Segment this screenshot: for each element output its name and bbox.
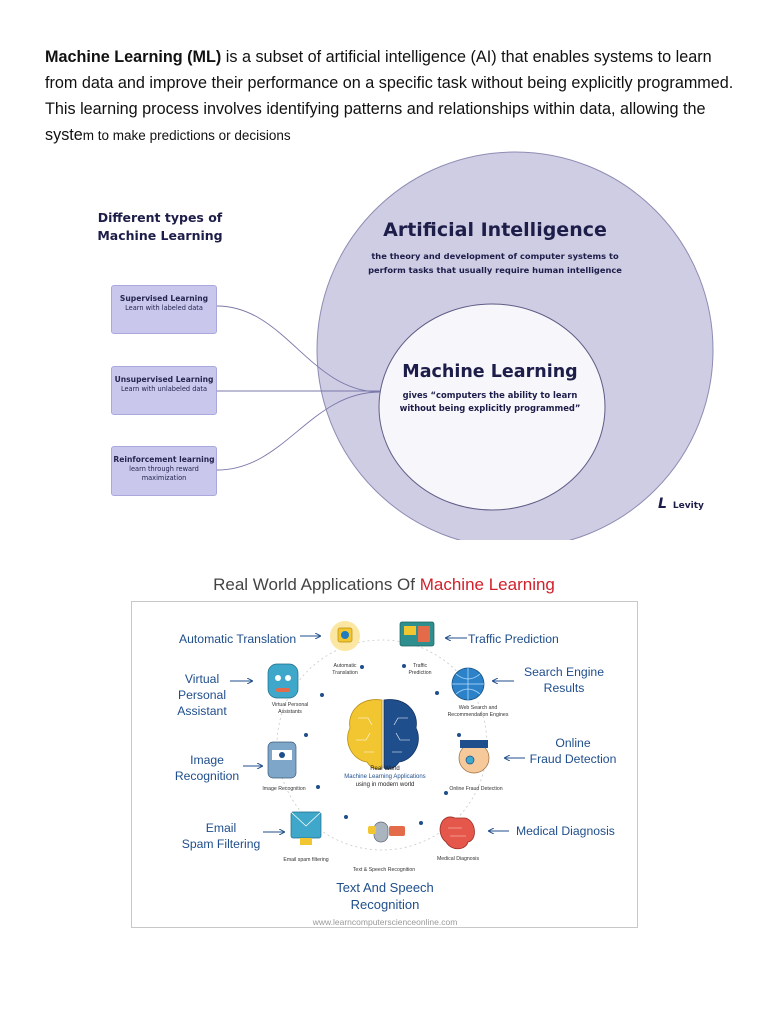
ml-types-diagram: Different types of Machine Learning Supe…: [90, 151, 714, 540]
intro-text-small: m to make predictions or decisions: [82, 128, 291, 143]
ai-title: Artificial Intelligence: [383, 219, 607, 241]
label-line: Results: [543, 681, 585, 695]
caption-image-recognition: Image Recognition: [262, 786, 306, 792]
label-line: Recognition: [174, 769, 240, 783]
applications-frame: [131, 601, 638, 928]
label-line: Search Engine: [524, 665, 604, 679]
label-search-engine: Search Engine Results: [516, 664, 612, 696]
center-line: using in modern world: [355, 782, 415, 788]
caption-fraud-detection: Online Fraud Detection: [449, 786, 503, 792]
caption-line: Recommendation Engines: [447, 711, 509, 718]
caption-speech-recognition: Text & Speech Recognition: [352, 867, 416, 873]
connector-reinforcement: [216, 391, 381, 471]
caption-automatic-translation: Automatic Translation: [320, 663, 370, 676]
label-line: Personal Assistant: [177, 688, 227, 718]
title-prefix: Real World Applications Of: [213, 575, 420, 594]
caption-line: Automatic: [333, 663, 357, 669]
label-line: Spam Filtering: [181, 837, 261, 851]
label-traffic-prediction: Traffic Prediction: [468, 632, 559, 646]
intro-paragraph: Machine Learning (ML) is a subset of art…: [45, 44, 735, 149]
heading-line-2: Machine Learning: [97, 228, 223, 243]
applications-title: Real World Applications Of Machine Learn…: [130, 575, 638, 595]
caption-traffic-prediction: Traffic Prediction: [395, 663, 445, 676]
caption-line: Virtual Personal: [271, 702, 309, 708]
type-subtitle: learn through reward maximization: [129, 465, 199, 482]
unsupervised-learning-box: Unsupervised Learning Learn with unlabel…: [111, 366, 217, 415]
levity-logo: L Levity: [658, 496, 704, 512]
reinforcement-learning-box: Reinforcement learning learn through rew…: [111, 446, 217, 496]
connector-supervised: [216, 305, 381, 393]
caption-medical-diagnosis: Medical Diagnosis: [436, 856, 480, 862]
type-subtitle: Learn with unlabeled data: [120, 385, 208, 393]
caption-email-spam: Email spam filtering: [283, 857, 329, 863]
title-highlight: Machine Learning: [419, 575, 555, 594]
levity-logo-icon: L: [658, 496, 667, 512]
label-line: Recognition: [350, 897, 420, 912]
ml-types-graphic: [216, 151, 714, 540]
intro-text: is a subset of artificial intelligence (…: [45, 48, 734, 144]
caption-line: Assistants: [278, 708, 302, 715]
label-line: Fraud Detection: [529, 752, 617, 766]
heading-line-1: Different types of: [97, 210, 223, 225]
intro-bold-term: Machine Learning (ML): [45, 48, 222, 66]
type-title: Unsupervised Learning: [114, 375, 214, 384]
label-automatic-translation: Automatic Translation: [179, 632, 297, 646]
ai-subtitle-line-1: the theory and development of computer s…: [371, 251, 619, 261]
ml-subtitle-line-2: without being explicitly programmed”: [399, 403, 581, 413]
label-line: Email: [205, 821, 237, 835]
label-line: Image: [190, 753, 224, 767]
type-subtitle: Learn with labeled data: [125, 304, 203, 312]
ml-types-heading: Different types of Machine Learning: [90, 209, 230, 245]
caption-web-search: Web Search and Recommendation Engines: [438, 705, 518, 718]
center-line: Real World: [370, 766, 400, 772]
ml-subtitle-line-1: gives “computers the ability to learn: [402, 390, 578, 400]
label-line: Online: [555, 736, 591, 750]
caption-line: Prediction: [408, 669, 432, 676]
levity-brand: Levity: [672, 501, 704, 511]
label-medical-diagnosis: Medical Diagnosis: [516, 824, 615, 838]
type-title: Reinforcement learning: [113, 455, 215, 464]
label-email-spam: Email Spam Filtering: [176, 820, 266, 852]
label-line: Text And Speech: [336, 880, 434, 895]
ml-circle: [378, 303, 606, 511]
caption-line: Translation: [332, 669, 358, 676]
caption-line: Traffic: [412, 663, 428, 669]
caption-line: Web Search and: [458, 705, 498, 711]
center-line: Machine Learning Applications: [344, 774, 426, 780]
ai-subtitle: the theory and development of computer s…: [340, 249, 650, 277]
watermark: www.learncomputerscienceonline.com: [285, 917, 485, 927]
caption-virtual-assistant: Virtual Personal Assistants: [260, 702, 320, 715]
ai-subtitle-line-2: perform tasks that usually require human…: [368, 265, 622, 275]
ml-subtitle: gives “computers the ability to learn wi…: [380, 389, 600, 415]
label-virtual-assistant: Virtual Personal Assistant: [152, 671, 252, 719]
label-image-recognition: Image Recognition: [170, 752, 244, 784]
label-fraud-detection: Online Fraud Detection: [526, 735, 620, 767]
center-label: Real World Machine Learning Applications…: [300, 765, 470, 789]
label-line: Virtual: [184, 672, 220, 686]
label-text-speech: Text And Speech Recognition: [300, 879, 470, 913]
ml-title: Machine Learning: [402, 362, 578, 382]
type-title: Supervised Learning: [119, 294, 209, 303]
supervised-learning-box: Supervised Learning Learn with labeled d…: [111, 285, 217, 334]
